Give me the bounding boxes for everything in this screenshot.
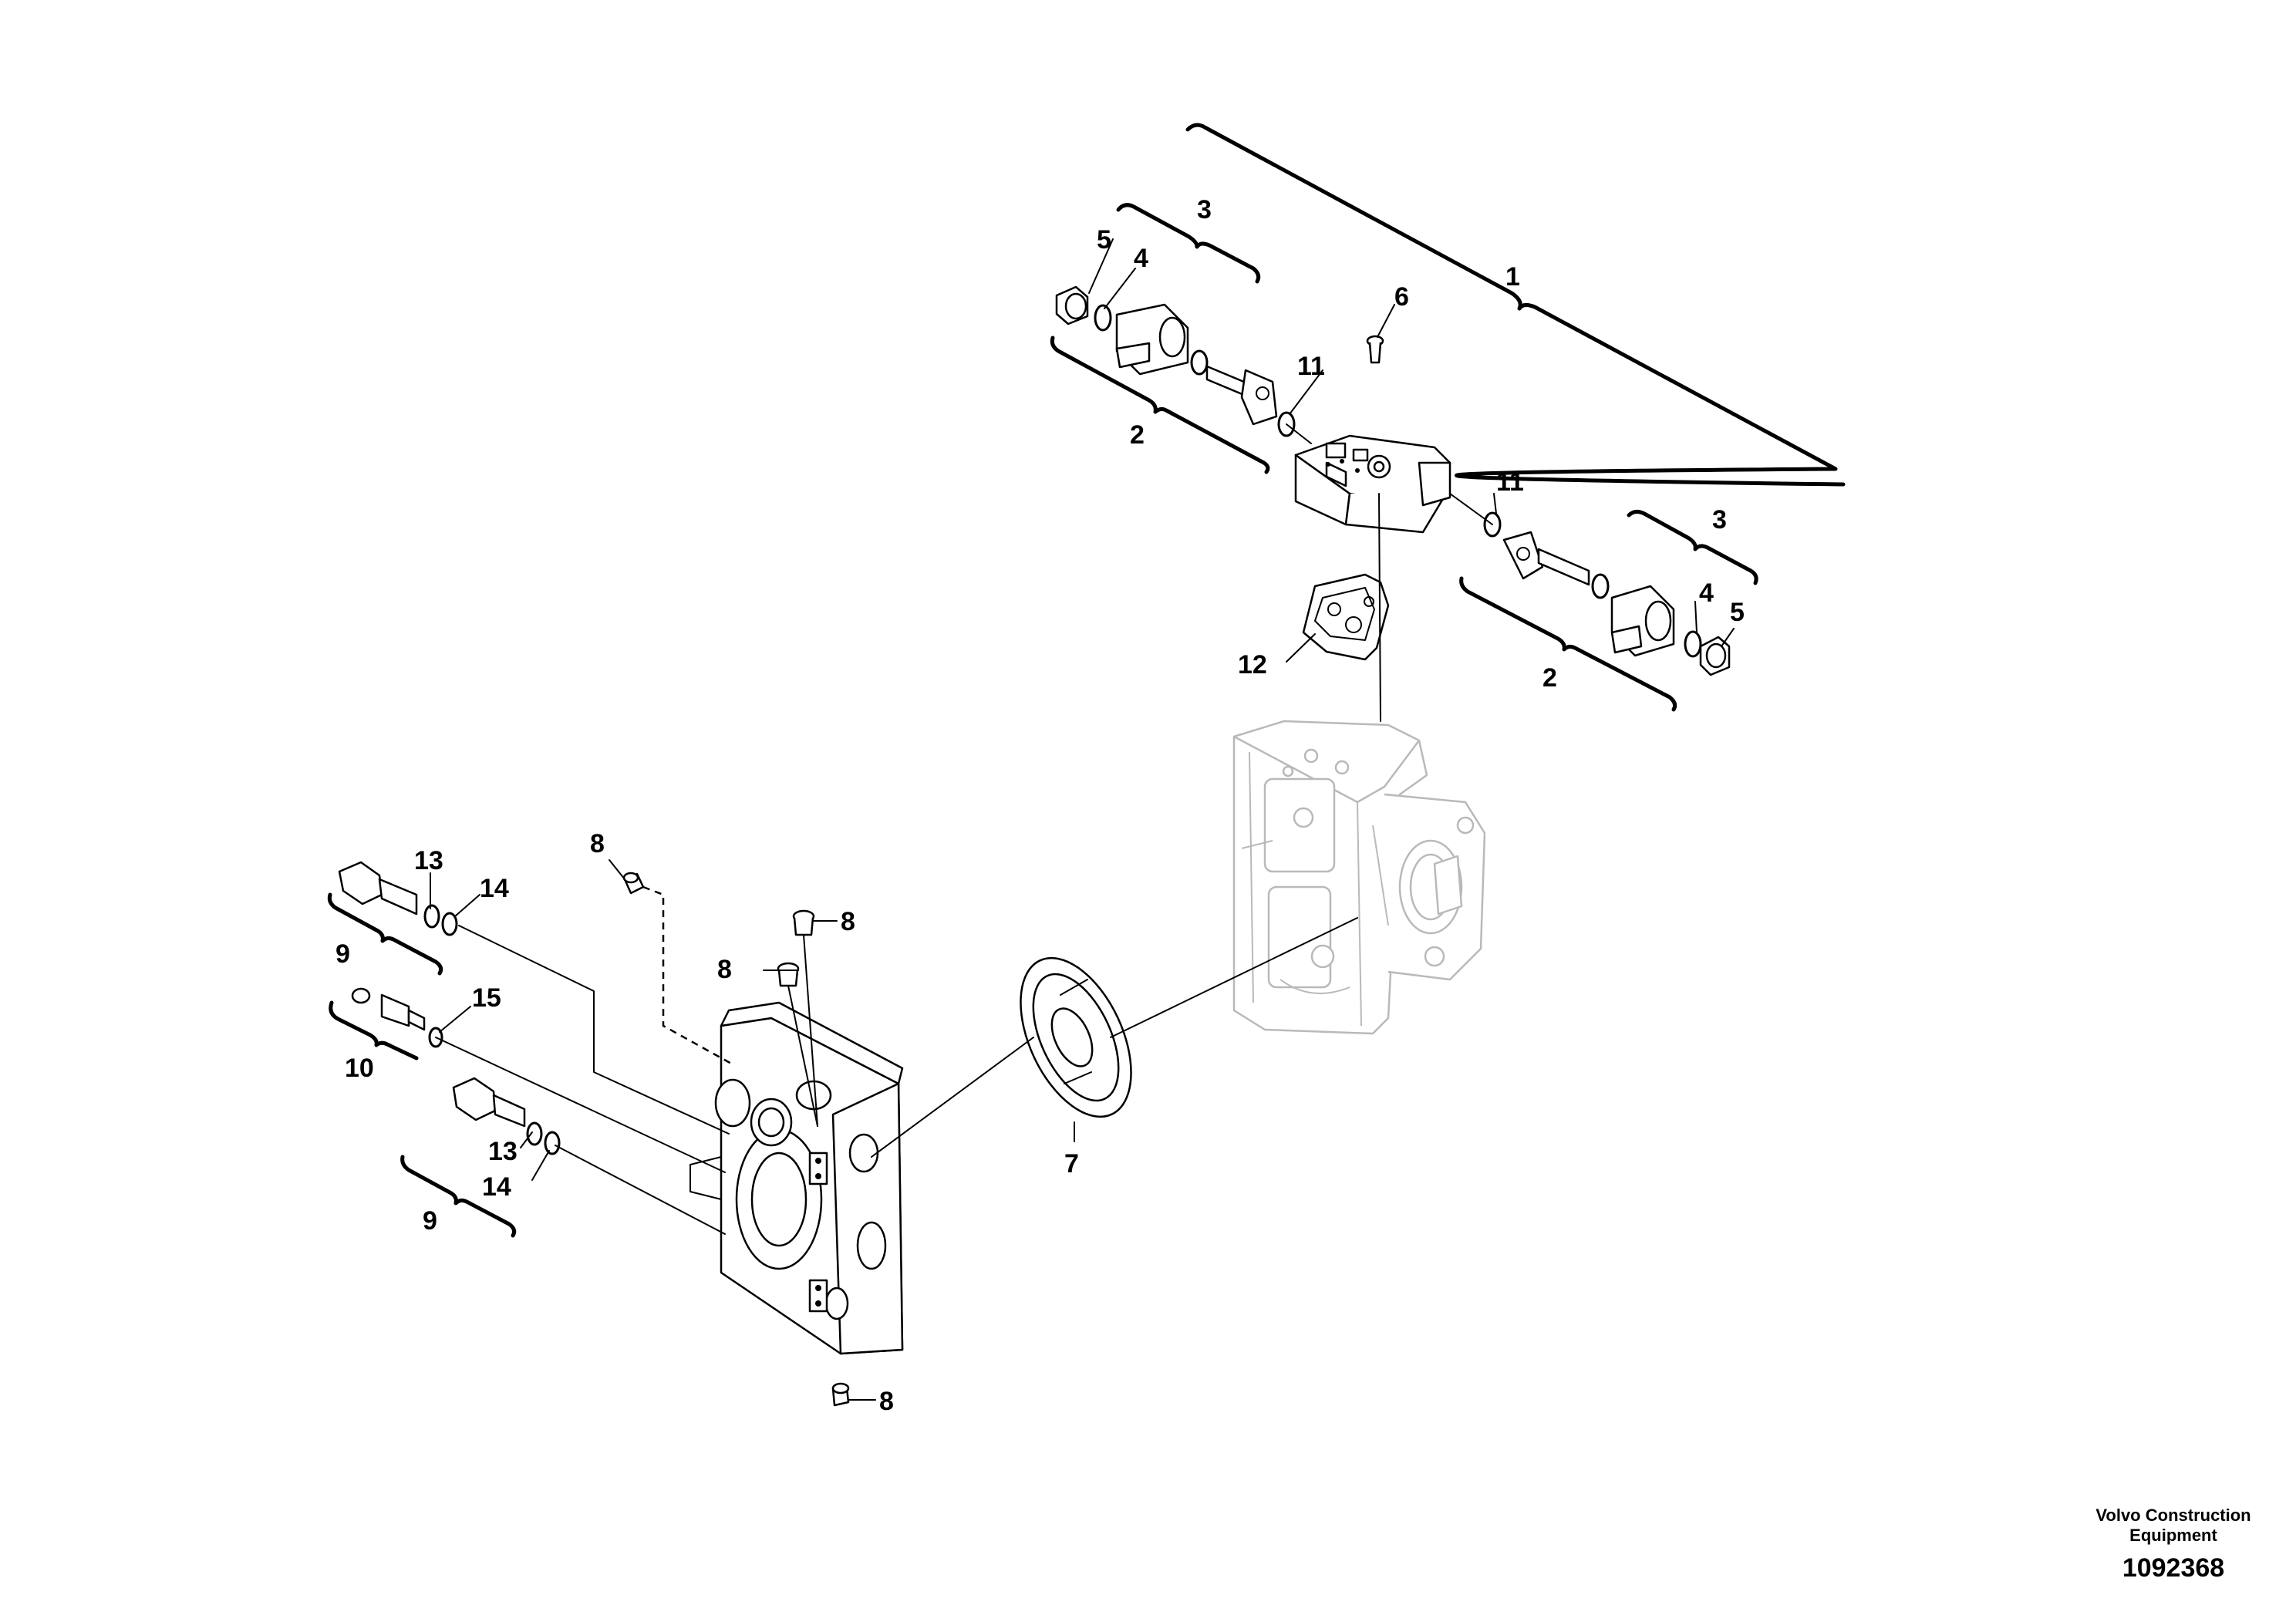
callout-9-top: 9: [335, 939, 350, 969]
callout-14-bottom: 14: [482, 1172, 511, 1202]
pump-end-cap: [689, 1001, 904, 1355]
callout-3-top: 3: [1197, 195, 1212, 224]
callout-10: 10: [345, 1054, 374, 1083]
solenoid-assembly-left: [1055, 285, 1296, 437]
valve-cartridge-9-top: [338, 861, 458, 936]
plug-8-b: [792, 909, 815, 936]
callout-4-right: 4: [1699, 578, 1714, 608]
gasket-12: [1302, 573, 1390, 661]
callout-13-bottom: 13: [488, 1137, 518, 1166]
valve-cartridge-9-bottom: [452, 1077, 561, 1155]
screw-6: [1366, 335, 1384, 364]
callout-11-top: 11: [1297, 352, 1325, 381]
callout-13-top: 13: [414, 846, 443, 875]
assembly-lines: [435, 423, 1493, 1235]
plug-8-a: [622, 872, 645, 895]
callout-2-right: 2: [1542, 663, 1557, 693]
callout-leaders: [430, 238, 1735, 1401]
callout-11-right: 11: [1496, 467, 1524, 497]
callout-14-top: 14: [480, 874, 509, 903]
callout-6: 6: [1394, 282, 1409, 312]
callout-8-b: 8: [841, 907, 855, 936]
solenoid-assembly-right: [1483, 511, 1731, 676]
control-valve-block: [1294, 434, 1451, 534]
callout-8-a: 8: [590, 829, 605, 858]
drawing-footer: Volvo Construction Equipment 1092368: [2095, 1506, 2250, 1583]
callout-5-right: 5: [1730, 598, 1745, 627]
callout-5-top: 5: [1097, 225, 1111, 255]
callout-12: 12: [1238, 650, 1267, 679]
valve-cartridge-10: [351, 987, 443, 1048]
callout-1: 1: [1505, 262, 1520, 292]
plug-8-d: [831, 1382, 850, 1407]
callout-15: 15: [472, 983, 501, 1013]
company-name-line2: Equipment: [2129, 1526, 2217, 1545]
port-plate-7: [1020, 956, 1132, 1118]
callout-8-c: 8: [717, 955, 732, 984]
plug-8-c: [777, 962, 800, 987]
drawing-number: 1092368: [2122, 1553, 2224, 1583]
assembly-braces: [327, 123, 1846, 1238]
callout-8-d: 8: [879, 1387, 894, 1416]
callout-labels: 1 2 2 3 3 4 4 5 5 6 7 8 8 8 8 9 9 10 11 …: [335, 195, 1745, 1416]
callout-3-right: 3: [1712, 505, 1727, 534]
callout-9-bottom: 9: [423, 1206, 437, 1236]
callout-2-top: 2: [1130, 420, 1145, 450]
pump-housing-ghost: [1232, 720, 1486, 1035]
company-name-line1: Volvo Construction: [2095, 1506, 2250, 1525]
callout-7: 7: [1064, 1149, 1079, 1179]
callout-4-top: 4: [1134, 244, 1148, 273]
